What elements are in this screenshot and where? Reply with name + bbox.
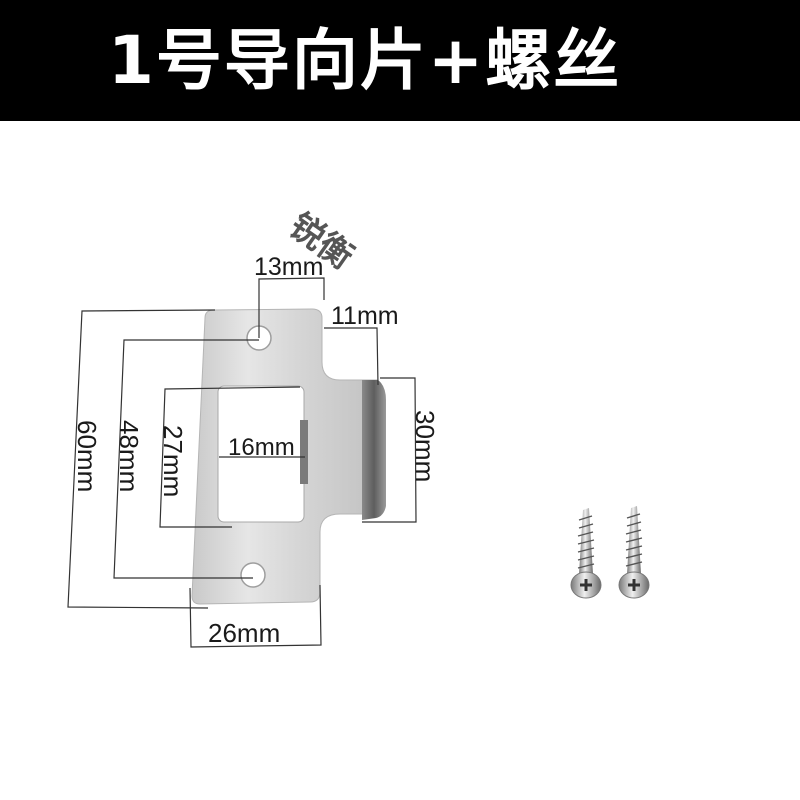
dim-label-26mm: 26mm: [208, 618, 280, 648]
dim-label-13mm: 13mm: [254, 253, 323, 281]
page-title: 1号导向片+螺丝: [108, 22, 622, 99]
product-image: 锐衡 13mm 11mm 16mm 26mm 30mm 60mm 48mm 27…: [0, 121, 800, 800]
dim-label-16mm: 16mm: [228, 434, 295, 461]
dim-label-27mm: 27mm: [158, 425, 188, 497]
dimension-lines: [67, 277, 417, 648]
screw-2: [618, 506, 650, 599]
dim-label-60mm: 60mm: [72, 420, 102, 492]
dim-label-30mm: 30mm: [410, 410, 440, 482]
title-banner: 1号导向片+螺丝: [0, 0, 800, 121]
screw-1: [570, 508, 602, 599]
bottom-screw-hole: [240, 562, 266, 588]
dim-label-48mm: 48mm: [114, 420, 144, 492]
dim-label-11mm: 11mm: [331, 302, 399, 330]
